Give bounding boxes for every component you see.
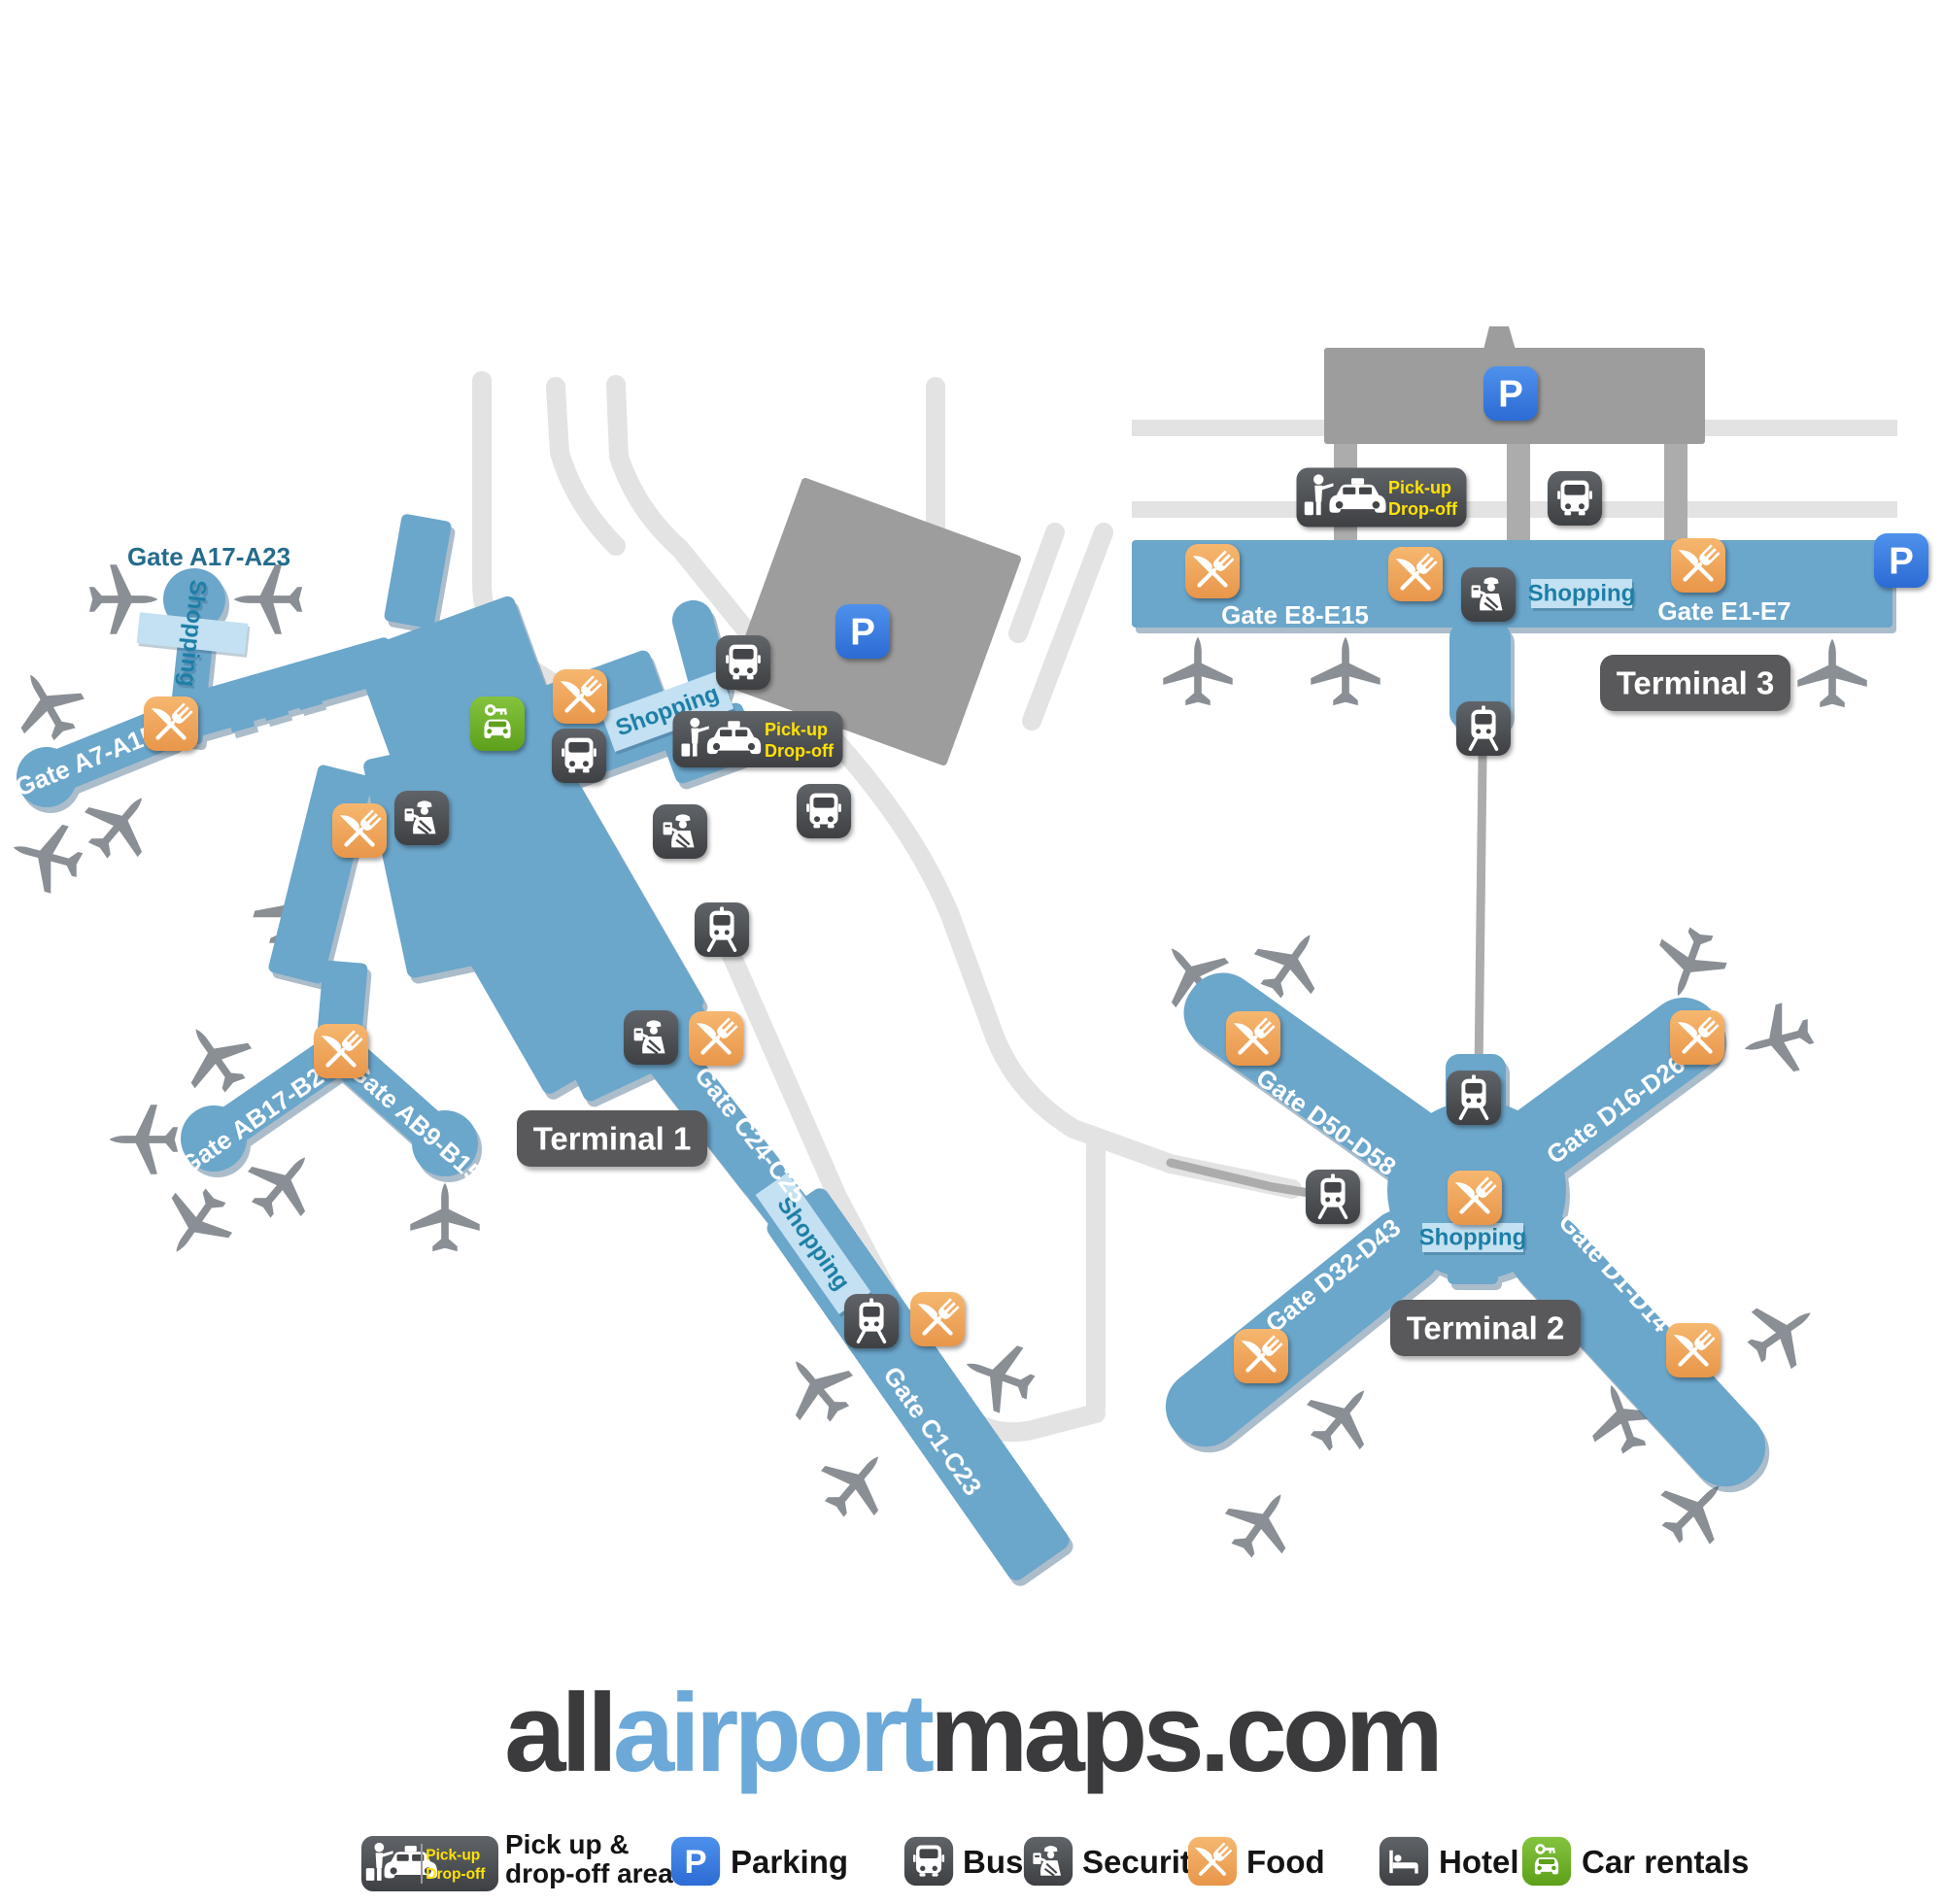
security-icon (652, 803, 708, 860)
plane-icon (1645, 919, 1734, 1008)
gate-label: Gate A17-A23 (127, 542, 290, 571)
plane-icon (234, 1135, 332, 1233)
terminal-label: Terminal 3 (1600, 655, 1790, 711)
parking-icon (1873, 532, 1929, 589)
food-icon (1387, 546, 1444, 602)
train-icon (1455, 700, 1512, 757)
bus-icon (796, 783, 852, 839)
shopping-text: Shopping (1419, 1225, 1527, 1251)
dropoff-text: Drop-off (426, 1866, 486, 1883)
food-icon (909, 1291, 966, 1347)
train-icon (1446, 1070, 1502, 1126)
bus-icon (715, 634, 771, 691)
plane-icon (109, 1105, 179, 1174)
plane-icon (1293, 1368, 1391, 1466)
pickup-text: Pick-up (765, 720, 828, 739)
plane-icon (71, 775, 169, 873)
logo-maps: maps.com (929, 1672, 1444, 1795)
plane-icon (1797, 638, 1867, 708)
food-icon (1184, 543, 1241, 599)
pickup-text: Pick-up (426, 1848, 480, 1864)
plane-icon (1311, 636, 1381, 706)
security-icon (623, 1009, 679, 1066)
security-icon (393, 790, 450, 846)
parking-icon (670, 1836, 721, 1887)
plane-icon (0, 657, 95, 752)
bus-icon (903, 1836, 954, 1887)
dropoff-text: Drop-off (765, 741, 835, 761)
plane-icon (1212, 1474, 1310, 1571)
plane-icon (1735, 997, 1821, 1083)
legend-label-pickup-line1: Pick up & (505, 1829, 630, 1859)
food-icon (313, 1023, 369, 1079)
train-icon (843, 1293, 900, 1349)
plane-icon (4, 813, 89, 900)
terminal-label-text: Terminal 3 (1617, 665, 1775, 701)
plane-icon (410, 1182, 480, 1252)
terminal-label-text: Terminal 1 (533, 1121, 692, 1157)
car-rental-icon (469, 696, 526, 752)
food-icon (1665, 1322, 1721, 1378)
food-icon (331, 802, 388, 859)
food-icon (552, 668, 608, 725)
parking-icon (835, 603, 891, 660)
logo-airport: airport (612, 1672, 935, 1795)
train-icon (694, 901, 750, 958)
legend-label-bus: Bus (963, 1844, 1023, 1880)
pickup-text: Pick-up (1388, 478, 1451, 497)
shopping-label: Shopping (1528, 579, 1636, 608)
food-icon (143, 696, 199, 752)
legend-label-food: Food (1246, 1844, 1325, 1880)
food-icon (688, 1010, 744, 1067)
gate-label: Gate E1-E7 (1657, 596, 1790, 626)
gate-label: Gate E8-E15 (1221, 600, 1369, 629)
hotel-icon (1379, 1836, 1429, 1887)
food-icon (1225, 1010, 1281, 1067)
food-icon (1669, 1009, 1725, 1066)
car-rental-icon (1521, 1836, 1572, 1887)
plane-icon (807, 1434, 905, 1532)
bus-icon (1547, 470, 1603, 527)
plane-icon (148, 1175, 245, 1273)
terminal-label: Terminal 1 (517, 1110, 707, 1167)
shopping-label: Shopping (136, 579, 249, 688)
legend-label-car-rental: Car rentals (1582, 1844, 1749, 1880)
plane-icon (768, 1339, 867, 1437)
terminal-name-labels: Terminal 1 Terminal 2 Terminal 3 (517, 655, 1790, 1356)
legend-label-parking: Parking (731, 1844, 848, 1880)
security-icon (1460, 566, 1517, 623)
security-icon (1023, 1836, 1074, 1887)
terminal-label: Terminal 2 (1390, 1300, 1581, 1356)
legend-label-hotel: Hotel (1439, 1844, 1519, 1880)
shopping-text: Shopping (1528, 581, 1636, 607)
train-icon (1305, 1169, 1361, 1225)
logo-all: all (504, 1672, 618, 1795)
food-icon (1670, 537, 1726, 594)
food-icon (1447, 1170, 1503, 1226)
terminal-label-text: Terminal 2 (1407, 1310, 1565, 1346)
food-icon (1233, 1328, 1289, 1384)
food-icon (1187, 1836, 1238, 1887)
parking-icon (1483, 365, 1539, 422)
bus-icon (551, 728, 607, 784)
legend-label-pickup-line2: drop-off area (505, 1858, 673, 1888)
dropoff-text: Drop-off (1388, 499, 1458, 519)
shopping-label: Shopping (1419, 1223, 1527, 1252)
plane-icon (1163, 636, 1233, 706)
plane-icon (1734, 1284, 1831, 1381)
site-logo: allairportmaps.com (0, 1679, 1943, 1789)
